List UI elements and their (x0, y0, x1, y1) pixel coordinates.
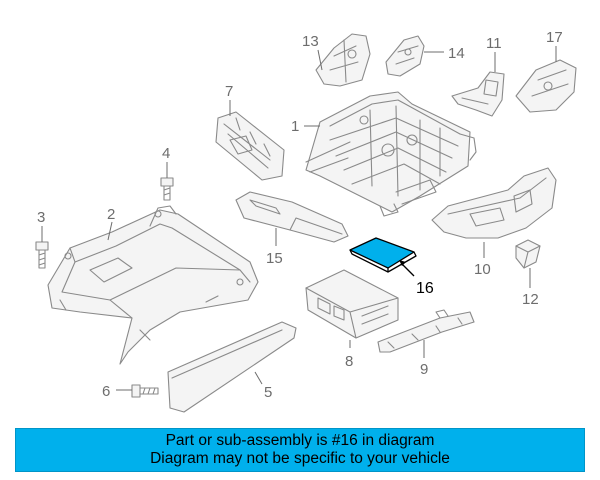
part-7-switch-bracket (215, 111, 285, 181)
callout-4: 4 (162, 145, 170, 162)
callout-17: 17 (546, 29, 563, 46)
callout-1: 1 (291, 118, 299, 135)
callout-5: 5 (264, 384, 272, 401)
callout-15: 15 (266, 250, 283, 267)
callout-13: 13 (302, 33, 319, 50)
part-16-highlighted (349, 237, 417, 273)
info-banner: Part or sub-assembly is #16 in diagram D… (15, 428, 585, 472)
part-1-seat-adjuster (305, 91, 477, 217)
part-8-control-module (305, 269, 399, 339)
part-3-bolt (35, 241, 49, 269)
callout-7: 7 (225, 83, 233, 100)
part-13-bracket (315, 33, 371, 87)
callout-16: 16 (416, 280, 434, 297)
callout-2: 2 (107, 206, 115, 223)
leader-16-highlight (399, 260, 415, 277)
banner-line-2: Diagram may not be specific to your vehi… (150, 450, 450, 467)
part-9-bracket (377, 309, 475, 353)
callout-10: 10 (474, 261, 491, 278)
banner-line-1: Part or sub-assembly is #16 in diagram (165, 432, 435, 449)
parts-diagram: 1 2 3 4 5 6 7 8 9 10 11 12 13 14 15 16 1… (35, 29, 577, 413)
callout-12: 12 (522, 291, 539, 308)
part-6-bolt (131, 384, 159, 398)
callout-3: 3 (37, 209, 45, 226)
part-15-switch-cover (235, 191, 349, 243)
part-17-bracket (515, 59, 577, 113)
callout-numbers: 1 2 3 4 5 6 7 8 9 10 11 12 13 14 15 16 1… (37, 29, 563, 401)
callout-9: 9 (420, 361, 428, 378)
part-10-side-shield (431, 167, 557, 239)
part-4-bolt (160, 177, 174, 201)
part-11-bracket (451, 71, 505, 117)
part-5-side-panel (167, 321, 297, 413)
callout-14: 14 (448, 45, 465, 62)
callout-11: 11 (486, 35, 502, 52)
part-14-bracket (385, 35, 425, 77)
part-2-seat-frame (47, 205, 259, 365)
part-12-cap (515, 239, 541, 269)
leader-lines (41, 46, 557, 391)
callout-8: 8 (345, 353, 353, 370)
callout-6: 6 (102, 383, 110, 400)
